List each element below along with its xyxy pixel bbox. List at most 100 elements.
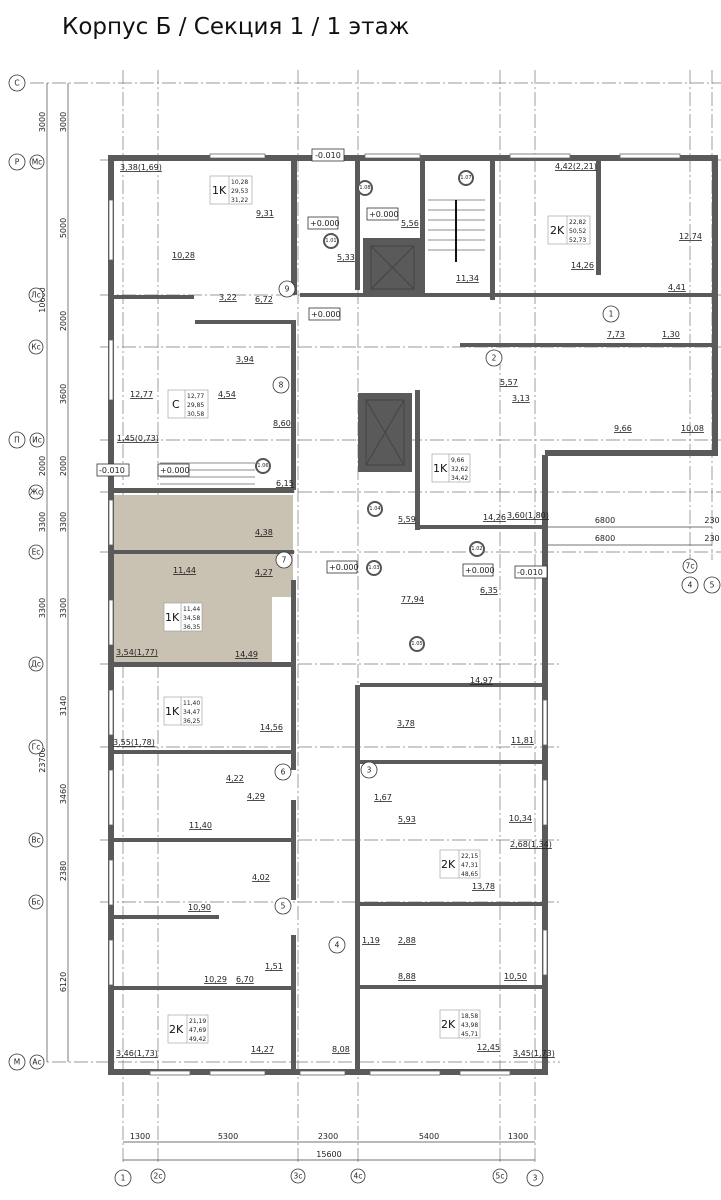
dim-label: 1300 bbox=[508, 1132, 528, 1141]
axis-label: М bbox=[14, 1058, 20, 1067]
room-area: 10,90 bbox=[188, 903, 211, 912]
apt-number: 8 bbox=[279, 381, 284, 390]
windows bbox=[108, 153, 681, 1076]
room-area: 1,51 bbox=[265, 962, 283, 971]
axis-label: С bbox=[14, 79, 19, 88]
dim-label: 230 bbox=[704, 516, 719, 525]
axis-label: 5с bbox=[496, 1172, 505, 1181]
room-area: 14,27 bbox=[251, 1045, 274, 1054]
room-area: 3,46(1,73) bbox=[116, 1049, 158, 1058]
room-area: 3,22 bbox=[219, 293, 237, 302]
room-area: 77,94 bbox=[401, 595, 424, 604]
room-area: 1,19 bbox=[362, 936, 380, 945]
apartment-table-value: 34,47 bbox=[183, 709, 200, 716]
axis-label: Бс bbox=[31, 898, 40, 907]
room-area: 1,67 bbox=[374, 793, 392, 802]
dim-label: 1300 bbox=[130, 1132, 150, 1141]
dim-label: 10600 bbox=[38, 287, 47, 312]
room-area: 4,29 bbox=[247, 792, 265, 801]
apt-number: 2 bbox=[492, 354, 497, 363]
axis-label: Ис bbox=[32, 436, 42, 445]
apartment-table-value: 52,73 bbox=[569, 237, 586, 244]
room-area: 2,68(1,34) bbox=[510, 840, 552, 849]
room-area: 5,93 bbox=[398, 815, 416, 824]
room-area: 3,54(1,77) bbox=[116, 648, 158, 657]
apt-number: 7 bbox=[282, 556, 287, 565]
axis-markers: С Р Мс Лс Кс П Ис Жс Ес Дс Гс Вс Бс М Ас… bbox=[8, 74, 721, 1187]
apartment-table-value: 29,85 bbox=[187, 402, 204, 409]
apartment-table-value: 2K bbox=[441, 1018, 456, 1031]
elevation: +0.000 bbox=[369, 210, 399, 219]
dim-label: 3460 bbox=[59, 784, 68, 804]
apartment-table-value: 2K bbox=[441, 858, 456, 871]
apartment-table-value: 21,19 bbox=[189, 1018, 206, 1025]
elevation: +0.000 bbox=[311, 310, 341, 319]
dim-label: 6800 bbox=[595, 534, 615, 543]
dim-label: 2000 bbox=[59, 311, 68, 331]
apt-number: 9 bbox=[285, 285, 290, 294]
room-area: 9,66 bbox=[614, 424, 632, 433]
dim-label: 2300 bbox=[318, 1132, 338, 1141]
elevation: +0.000 bbox=[310, 219, 340, 228]
apartment-table-value: 30,58 bbox=[187, 411, 204, 418]
room-area: 4,54 bbox=[218, 390, 236, 399]
room-area: 1,30 bbox=[662, 330, 680, 339]
room-area: 11,81 bbox=[511, 736, 534, 745]
apartment-table-value: 32,62 bbox=[451, 466, 468, 473]
apt-number: 4 bbox=[335, 941, 340, 950]
dim-label: 2000 bbox=[59, 456, 68, 476]
apt-number: 6 bbox=[281, 768, 286, 777]
elevation: +0.000 bbox=[160, 466, 190, 475]
room-area: 11,40 bbox=[189, 821, 212, 830]
room-area: 4,42(2,21) bbox=[555, 162, 597, 171]
elevation: -0.010 bbox=[315, 151, 341, 160]
axis-label: 5 bbox=[710, 581, 715, 590]
dim-label: 5400 bbox=[419, 1132, 439, 1141]
room-area: 14,26 bbox=[483, 513, 506, 522]
apartment-table-value: 12,77 bbox=[187, 393, 204, 400]
room-code: 1.05 bbox=[411, 641, 422, 647]
highlighted-apartment[interactable] bbox=[114, 495, 293, 664]
room-code: 1.01 bbox=[325, 238, 336, 244]
room-area: 12,45 bbox=[477, 1043, 500, 1052]
room-code: 1.04 bbox=[369, 506, 380, 512]
room-area: 11,34 bbox=[456, 274, 479, 283]
room-area: 4,22 bbox=[226, 774, 244, 783]
room-area: 3,38(1,69) bbox=[120, 163, 162, 172]
room-area: 4,02 bbox=[252, 873, 270, 882]
apartment-table-value: 47,31 bbox=[461, 862, 478, 869]
room-area: 5,59 bbox=[398, 515, 416, 524]
room-area: 7,73 bbox=[607, 330, 625, 339]
dim-label: 2000 bbox=[38, 456, 47, 476]
room-area: 12,77 bbox=[130, 390, 153, 399]
apartment-table-value: 11,40 bbox=[183, 700, 200, 707]
axis-label: 7с bbox=[686, 562, 695, 571]
dims-left-inner: 3000 5000 2000 3600 2000 3300 3300 3140 … bbox=[59, 112, 68, 992]
room-code: 1.02 bbox=[471, 546, 482, 552]
room-area: 10,08 bbox=[681, 424, 704, 433]
dim-label: 3300 bbox=[38, 512, 47, 532]
axis-label: Р bbox=[15, 158, 20, 167]
room-area: 4,41 bbox=[668, 283, 686, 292]
room-area: 14,56 bbox=[260, 723, 283, 732]
dim-label: 6120 bbox=[59, 972, 68, 992]
room-area: 6,70 bbox=[236, 975, 254, 984]
axis-label: 3 bbox=[533, 1174, 538, 1183]
elevation: +0.000 bbox=[329, 563, 359, 572]
room-area: 1,45(0,73) bbox=[117, 434, 159, 443]
dimensions bbox=[46, 83, 712, 1161]
room-area: 14,49 bbox=[235, 650, 258, 659]
room-area: 3,60(1,80) bbox=[507, 511, 549, 520]
room-area: 5,33 bbox=[337, 253, 355, 262]
room-area: 3,13 bbox=[512, 394, 530, 403]
room-area: 3,78 bbox=[397, 719, 415, 728]
room-area: 4,27 bbox=[255, 568, 273, 577]
room-area: 5,57 bbox=[500, 378, 518, 387]
axis-label: Ас bbox=[32, 1058, 41, 1067]
